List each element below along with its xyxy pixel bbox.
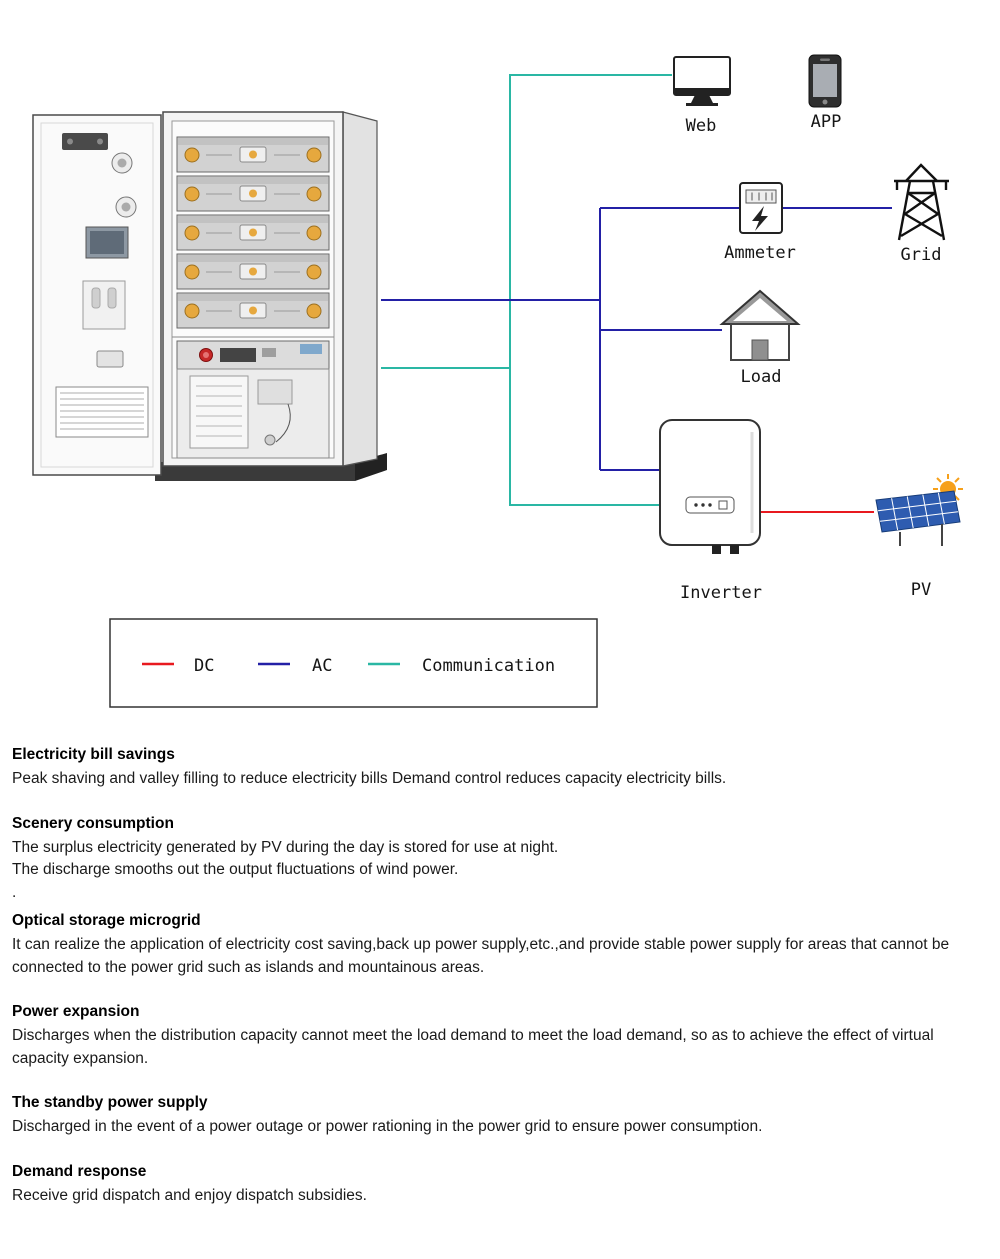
inverter-label: Inverter xyxy=(680,583,762,603)
web-label: Web xyxy=(686,116,717,136)
feature-descriptions: Electricity bill savings Peak shaving an… xyxy=(0,732,1000,1207)
communication-lines xyxy=(381,74,672,506)
feature-power-expansion: Power expansion Discharges when the dist… xyxy=(12,1003,968,1070)
feature-title: Electricity bill savings xyxy=(12,746,175,763)
feature-standby-power-supply: The standby power supply Discharged in t… xyxy=(12,1094,968,1139)
ammeter-label: Ammeter xyxy=(724,243,796,263)
feature-title: Demand response xyxy=(12,1162,147,1180)
feature-text: Peak shaving and valley filling to reduc… xyxy=(12,770,727,787)
ac-legend-label: AC xyxy=(312,656,332,676)
feature-title: Power expansion xyxy=(12,1003,140,1020)
feature-electricity-bill-savings: Electricity bill savings Peak shaving an… xyxy=(12,746,968,791)
web-icon xyxy=(673,56,731,106)
lower-compartment xyxy=(176,368,330,459)
ac-lines xyxy=(381,207,892,471)
inverter-icon xyxy=(659,419,761,554)
legend-box: DC AC Communication xyxy=(109,618,598,708)
control-module xyxy=(176,340,330,370)
feature-title: Scenery consumption xyxy=(12,814,174,832)
feature-scenery-consumption: Scenery consumption The surplus electric… xyxy=(12,815,968,905)
feature-text: . xyxy=(12,883,17,901)
pv-panel-icon xyxy=(875,474,963,546)
system-diagram-canvas: Web APP Ammeter Grid L xyxy=(32,54,963,708)
feature-text: Discharges when the distribution capacit… xyxy=(12,1027,934,1067)
communication-legend-label: Communication xyxy=(422,656,555,676)
grid-label: Grid xyxy=(901,245,942,265)
battery-cabinet-illustration xyxy=(32,111,387,481)
grid-tower-icon xyxy=(894,163,949,241)
ammeter-icon xyxy=(739,182,783,234)
feature-text: It can realize the application of electr… xyxy=(12,936,950,976)
feature-text: The discharge smooths out the output flu… xyxy=(12,861,459,878)
load-house-icon xyxy=(719,289,801,361)
feature-title: Optical storage microgrid xyxy=(12,912,201,929)
feature-demand-response: Demand response Receive grid dispatch an… xyxy=(12,1163,968,1208)
load-label: Load xyxy=(741,367,782,387)
app-icon xyxy=(808,54,842,108)
feature-text: Discharged in the event of a power outag… xyxy=(12,1118,763,1135)
feature-text: Receive grid dispatch and enjoy dispatch… xyxy=(12,1186,367,1204)
feature-optical-storage-microgrid: Optical storage microgrid It can realize… xyxy=(12,912,968,979)
feature-text: The surplus electricity generated by PV … xyxy=(12,838,559,856)
battery-modules xyxy=(176,136,330,329)
dc-legend-label: DC xyxy=(194,656,214,676)
feature-title: The standby power supply xyxy=(12,1094,208,1111)
pv-label: PV xyxy=(911,580,931,600)
app-label: APP xyxy=(811,112,842,132)
system-diagram: Web APP Ammeter Grid L xyxy=(32,54,963,708)
cabinet-door xyxy=(32,114,162,476)
